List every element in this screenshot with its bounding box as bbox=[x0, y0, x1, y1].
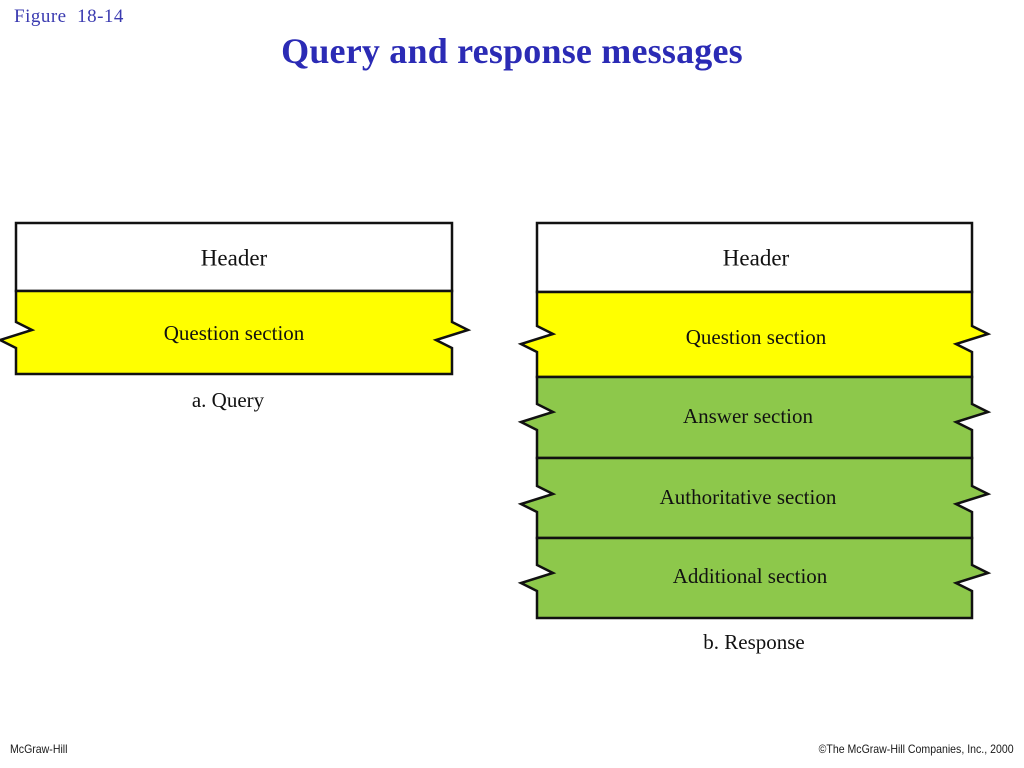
response-additional-box bbox=[517, 536, 992, 620]
response-question-label: Question section bbox=[686, 325, 827, 349]
query-caption: a. Query bbox=[192, 388, 265, 412]
footer-right-text: ©The McGraw-Hill Companies, Inc., 2000 bbox=[818, 742, 1014, 756]
diagram-query: Header Question section a. Query bbox=[0, 221, 472, 412]
page-title: Query and response messages bbox=[281, 31, 743, 71]
diagram-response: Header Question section Answer section A… bbox=[517, 221, 992, 654]
response-additional-label: Additional section bbox=[673, 564, 828, 588]
figure-label: Figure 18-14 bbox=[14, 6, 124, 27]
response-header-label: Header bbox=[723, 245, 790, 270]
query-question-box bbox=[0, 289, 472, 376]
query-header-box bbox=[14, 221, 454, 293]
response-caption: b. Response bbox=[703, 630, 805, 654]
response-authoritative-label: Authoritative section bbox=[660, 485, 837, 509]
response-answer-label: Answer section bbox=[683, 404, 814, 428]
query-question-label: Question section bbox=[164, 321, 305, 345]
footer-left-text: McGraw-Hill bbox=[10, 742, 68, 756]
query-header-label: Header bbox=[201, 245, 268, 270]
